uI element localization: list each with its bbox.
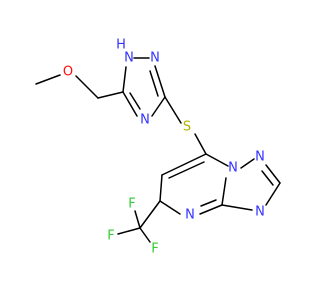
bond-n2-c3: [154, 65, 166, 98]
bond-n4-c5: [122, 91, 138, 117]
atom-nitrogen-pyrimidine: N: [185, 208, 195, 223]
bond-ch3-o: [35, 74, 61, 85]
bond-c6-c7-inner: [168, 161, 205, 179]
bond-cf3-f-bottom: [139, 227, 151, 243]
bond-c6-c7: [161, 153, 207, 176]
bond-n1p-c2: [265, 164, 281, 184]
bond-n8-c8a: [221, 177, 227, 206]
bond-c7-n8: [205, 153, 229, 167]
atom-sulfur: S: [183, 120, 191, 135]
bond-n4-c5p: [159, 200, 181, 215]
bond-c5p-c6: [159, 174, 163, 202]
bond-ch2-c5: [97, 91, 124, 99]
atom-nitrogen-fused-3: N: [255, 205, 265, 220]
bond-cf3-f-top: [134, 210, 141, 229]
atom-nitrogen-fused-1: N: [255, 150, 265, 165]
molecule-structure: O H N N N S N N N N F F F: [35, 38, 281, 257]
atom-nitrogen-nh: N: [124, 51, 134, 66]
bond-cf3-f-left: [117, 227, 141, 235]
bond-n3-c8a: [221, 204, 253, 211]
atom-hydrogen-nh: H: [116, 38, 126, 53]
bond-c2-n3: [265, 182, 281, 206]
atom-nitrogen-triazole-4: N: [140, 113, 150, 128]
bond-n8-n1p: [240, 158, 255, 169]
atom-nitrogen-triazole-2: N: [150, 51, 160, 66]
atom-fluorine-bottom: F: [151, 242, 158, 257]
bond-c8a-n4: [199, 204, 223, 215]
bond-s-c7: [194, 133, 207, 155]
bond-n1p-c2-inner: [261, 170, 274, 186]
bond-n2-c3-inner: [149, 70, 159, 97]
bond-o-ch2: [75, 75, 99, 99]
atom-nitrogen-bridgehead: N: [228, 161, 238, 176]
bonds: [35, 57, 281, 243]
bond-c5-n1: [122, 66, 127, 93]
molecule-canvas: O H N N N S N N N N F F F: [35, 38, 281, 257]
bond-c5p-cf3: [139, 200, 161, 229]
bond-n4-c5-inner: [129, 92, 141, 110]
bond-c3-n4: [151, 96, 166, 117]
bond-c3-s: [164, 96, 182, 124]
atom-fluorine-top: F: [128, 197, 135, 212]
bond-c8a-n4-inner: [200, 199, 217, 207]
atom-fluorine-left: F: [107, 229, 114, 244]
atom-oxygen-methoxy: O: [63, 65, 73, 80]
atom-labels: O H N N N S N N N N F F F: [63, 38, 265, 257]
